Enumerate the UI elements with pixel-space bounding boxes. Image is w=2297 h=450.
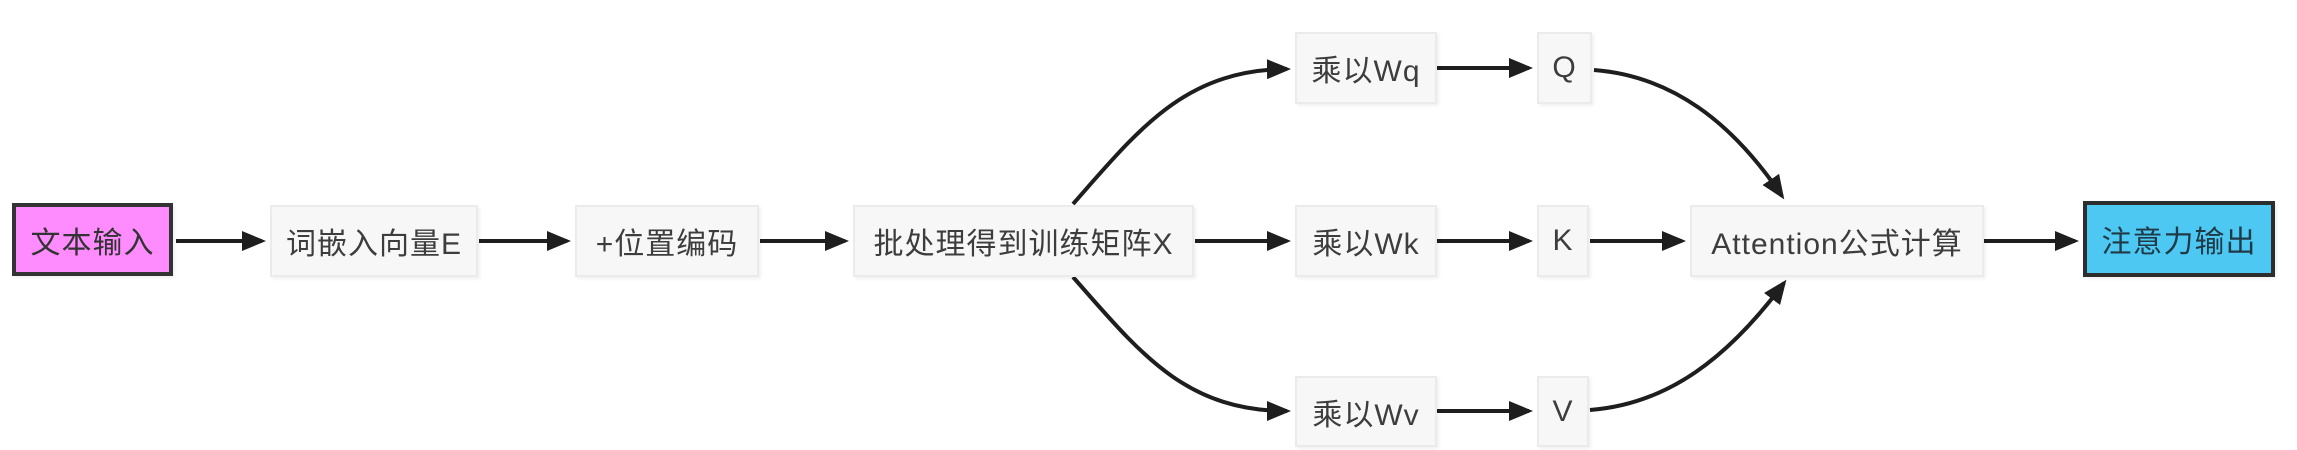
node-mul-wk: 乘以Wk: [1295, 205, 1437, 277]
edge-batchmatrix-mulwv: [1071, 275, 1291, 421]
edge-q-attention: [1593, 68, 1785, 200]
node-mul-wv: 乘以Wv: [1295, 376, 1437, 447]
node-v: V: [1537, 376, 1589, 447]
node-attention-formula: Attention公式计算: [1690, 205, 1984, 277]
node-k: K: [1537, 205, 1589, 277]
edge-batchmatrix-mulwq: [1071, 59, 1291, 206]
edge-v-attention: [1589, 279, 1787, 412]
node-batch-matrix: 批处理得到训练矩阵X: [853, 205, 1194, 277]
node-q: Q: [1537, 32, 1592, 104]
node-attention-output: 注意力输出: [2083, 201, 2275, 277]
node-mul-wq: 乘以Wq: [1295, 32, 1437, 104]
node-embedding: 词嵌入向量E: [270, 205, 478, 277]
node-text-input: 文本输入: [12, 203, 173, 276]
node-pos-encoding: +位置编码: [575, 205, 759, 277]
